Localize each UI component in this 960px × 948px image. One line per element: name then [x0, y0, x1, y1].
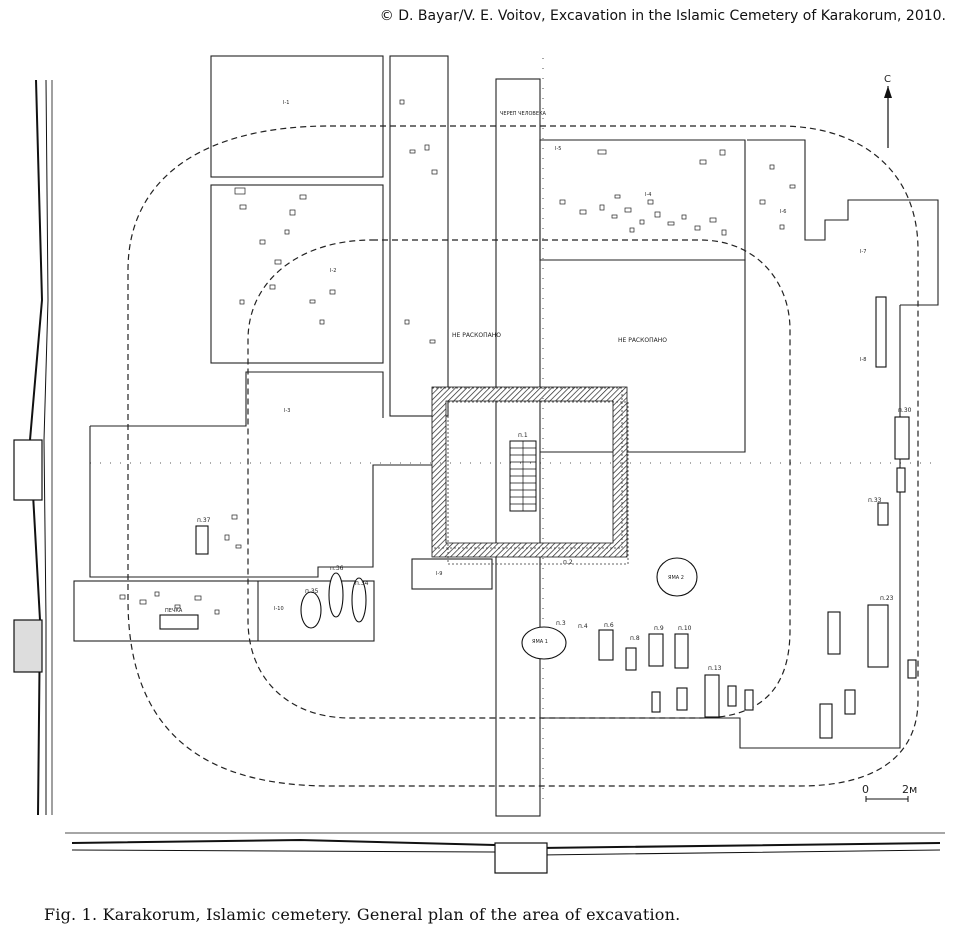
- scale-label: 2м: [902, 783, 917, 796]
- skull-label: ЧЕРЕП ЧЕЛОВЕКА: [500, 111, 547, 117]
- grave-label-4: п.4: [578, 623, 588, 630]
- copyright-notice: © D. Bayar/V. E. Voitov, Excavation in t…: [379, 8, 946, 24]
- grave-label-2: п.2: [563, 559, 573, 566]
- square-label-9: I-9: [436, 571, 442, 577]
- trench-outlines: [73, 55, 939, 817]
- inner-boundary: [247, 239, 791, 719]
- square-label-5: I-5: [555, 146, 561, 152]
- excavation-plan: C 0 2м п.1: [13, 55, 945, 874]
- grave-label-6: п.6: [604, 622, 614, 629]
- square-label-8: I-8: [860, 357, 866, 363]
- outer-boundary: [127, 125, 919, 787]
- grave-label-3: п.3: [556, 620, 566, 627]
- grave-label-9: п.9: [654, 625, 664, 632]
- square-label-7: I-7: [860, 249, 866, 255]
- graves: [159, 296, 917, 739]
- central-structure: п.1: [431, 386, 629, 565]
- plan-labels: НЕ РАСКОПАНО НЕ РАСКОПАНО ЧЕРЕП ЧЕЛОВЕКА…: [165, 100, 912, 672]
- stone-scatter-north: [119, 99, 796, 615]
- hearth-label: ПЕЧКА: [165, 608, 183, 614]
- scale-bar: 0 2м: [862, 783, 917, 802]
- profile-horizontal: [65, 832, 945, 874]
- square-label-3: I-3: [284, 408, 290, 414]
- grave-label-13: п.13: [708, 665, 722, 672]
- square-label-6: I-6: [780, 209, 786, 215]
- pit-label-1: ЯМА 1: [532, 639, 548, 645]
- grave-label-34: п.34: [355, 580, 369, 587]
- grave-label-1: п.1: [518, 432, 528, 439]
- grave-label-10: п.10: [678, 625, 692, 632]
- figure-caption: Fig. 1. Karakorum, Islamic cemetery. Gen…: [44, 905, 681, 924]
- pit-label-2: ЯМА 2: [668, 575, 684, 581]
- grave-label-37: п.37: [197, 517, 211, 524]
- scale-zero: 0: [862, 783, 869, 796]
- grave-label-36: п.36: [330, 565, 344, 572]
- square-label-2: I-2: [330, 268, 336, 274]
- grid-line: [90, 58, 940, 800]
- grave-label-35: п.35: [305, 588, 319, 595]
- north-arrow: C: [884, 74, 892, 148]
- grave-label-23: п.23: [880, 595, 894, 602]
- square-label-1: I-1: [283, 100, 289, 106]
- unexcavated-label-1: НЕ РАСКОПАНО: [452, 332, 501, 339]
- unexcavated-label-2: НЕ РАСКОПАНО: [618, 337, 667, 344]
- profile-vertical: [13, 79, 53, 816]
- grave-label-33: п.33: [868, 497, 882, 504]
- grave-label-30: п.30: [898, 407, 912, 414]
- grave-label-8: п.8: [630, 635, 640, 642]
- square-label-4: I-4: [645, 192, 651, 198]
- north-label: C: [884, 74, 891, 85]
- square-label-10: I-10: [274, 606, 284, 612]
